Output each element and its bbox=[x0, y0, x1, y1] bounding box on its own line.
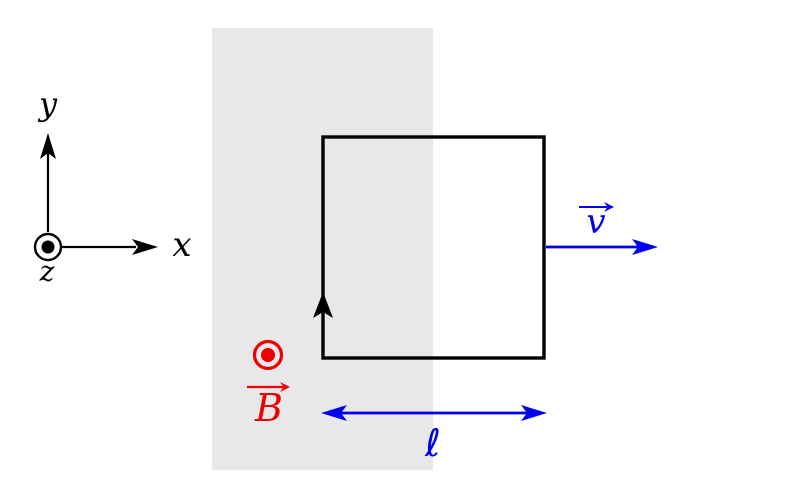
velocity-arrowhead-icon bbox=[632, 239, 658, 255]
y-axis-label: y bbox=[37, 85, 58, 123]
origin-dot-icon bbox=[41, 240, 55, 254]
z-axis-label: z bbox=[39, 255, 55, 288]
length-dimension: ℓ bbox=[321, 405, 547, 465]
b-field-label: B bbox=[254, 386, 283, 430]
coordinate-axes: y x z bbox=[33, 85, 192, 288]
length-label: ℓ bbox=[424, 421, 441, 465]
length-left-arrowhead-icon bbox=[321, 405, 347, 421]
b-field-out-of-page-icon bbox=[252, 339, 284, 371]
magnetic-field-symbol: B bbox=[247, 339, 290, 430]
length-right-arrowhead-icon bbox=[521, 405, 547, 421]
loop-outline bbox=[321, 135, 546, 360]
conducting-loop bbox=[313, 135, 546, 360]
b-field-dot-icon bbox=[261, 348, 275, 362]
velocity-label: v bbox=[586, 202, 605, 242]
y-axis-arrowhead-icon bbox=[40, 133, 56, 159]
v-vector-overbar-arrowhead-icon bbox=[604, 202, 614, 212]
x-axis-arrowhead-icon bbox=[132, 239, 158, 255]
b-vector-overbar-arrowhead-icon bbox=[280, 382, 290, 392]
velocity-vector: v bbox=[546, 202, 658, 255]
x-axis-label: x bbox=[172, 225, 191, 265]
current-direction-arrow-icon bbox=[313, 292, 333, 318]
